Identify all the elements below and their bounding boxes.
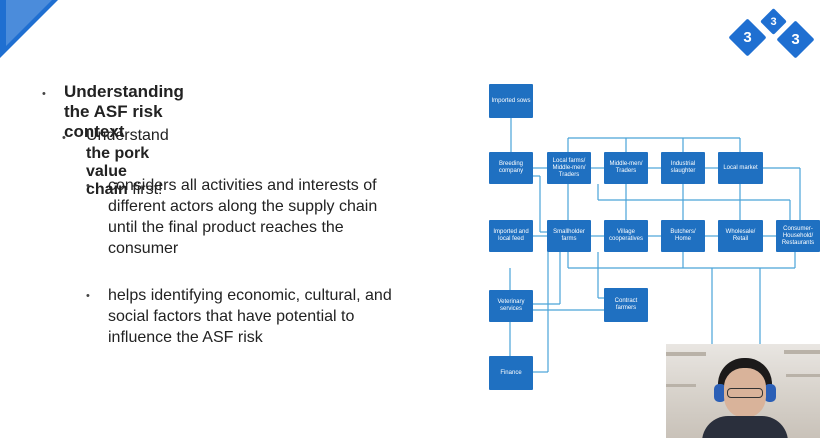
node-imported-feed: Imported and local feed — [489, 220, 533, 252]
headset-icon — [764, 384, 776, 402]
node-wholesale-retail: Wholesale/ Retail — [718, 220, 763, 252]
node-consumer: Consumer- Household/ Restaurants — [776, 220, 820, 252]
person-body — [702, 416, 788, 438]
bullet-dot: • — [62, 132, 66, 144]
node-middlemen-traders: Middle-men/ Traders — [604, 152, 648, 184]
node-butchers-home: Butchers/ Home — [661, 220, 705, 252]
bullet-level3-b: helps identifying economic, cultural, an… — [108, 287, 392, 346]
bullet-level2: Understand the pork value chain first! — [86, 127, 169, 198]
headset-icon — [714, 384, 726, 402]
node-smallholder-farms: Smallholder farms — [547, 220, 591, 252]
node-local-market: Local market — [718, 152, 763, 184]
node-breeding-company: Breeding company — [489, 152, 533, 184]
bullet-level3-a: considers all activities and interests o… — [108, 177, 378, 257]
node-industrial-slaughter: Industrial slaughter — [661, 152, 705, 184]
bullet-level1: Understanding the ASF risk context — [64, 82, 184, 141]
corner-decoration-light — [6, 0, 52, 46]
bullet-dot: • — [42, 88, 46, 100]
node-local-farms: Local farms/ Middle-men/ Traders — [547, 152, 591, 184]
bullet-dot: • — [86, 180, 90, 192]
bullet-dot: • — [86, 290, 90, 302]
node-contract-farmers: Contract farmers — [604, 288, 648, 322]
node-veterinary-services: Veterinary services — [489, 290, 533, 322]
node-finance: Finance — [489, 356, 533, 390]
glasses — [727, 388, 763, 398]
webcam-video-feed — [666, 344, 820, 438]
node-village-cooperatives: Village cooperatives — [604, 220, 648, 252]
node-imported-sows: Imported sows — [489, 84, 533, 118]
person-face — [724, 368, 766, 418]
